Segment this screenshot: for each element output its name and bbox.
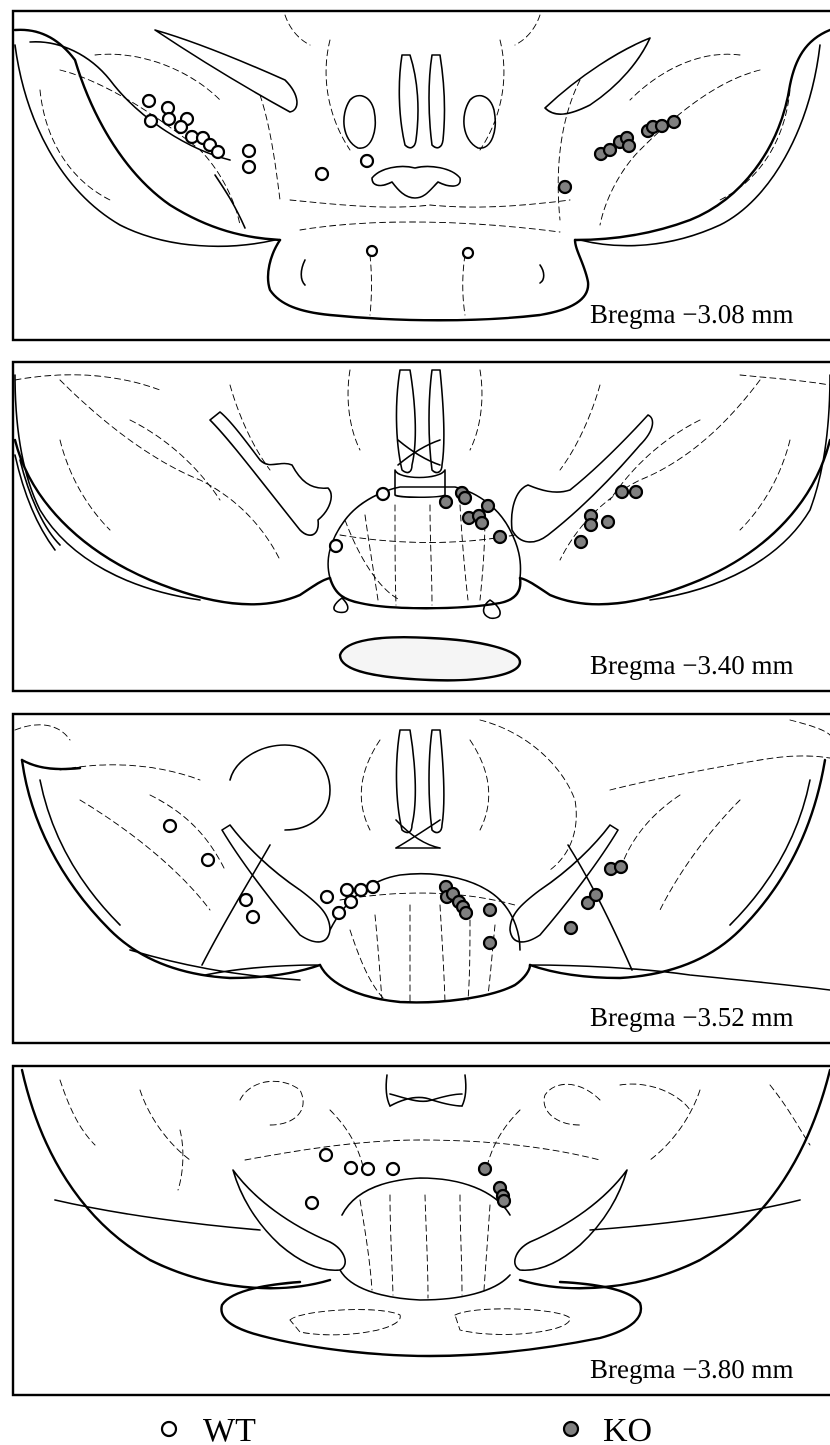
panel-bregma-3-52: Bregma −3.52 mm: [13, 714, 830, 1043]
wt-marker: [243, 145, 255, 157]
wt-marker: [341, 884, 353, 896]
legend-wt-label: WT: [203, 1412, 256, 1445]
legend: WT KO: [162, 1412, 652, 1445]
wt-marker: [247, 911, 259, 923]
wt-marker: [463, 248, 473, 258]
ko-marker: [590, 889, 602, 901]
wt-marker: [345, 896, 357, 908]
wt-marker: [321, 891, 333, 903]
ko-marker: [460, 907, 472, 919]
panel-label: Bregma −3.80 mm: [590, 1354, 793, 1384]
panel-bregma-3-08: Bregma −3.08 mm: [13, 11, 830, 340]
ko-marker: [616, 486, 628, 498]
wt-marker: [175, 121, 187, 133]
wt-marker: [330, 540, 342, 552]
ko-marker: [440, 496, 452, 508]
wt-marker: [145, 115, 157, 127]
panel-bregma-3-80: Bregma −3.80 mm: [13, 1066, 830, 1395]
ko-marker: [630, 486, 642, 498]
ko-marker: [656, 120, 668, 132]
ko-marker: [585, 519, 597, 531]
ko-marker: [575, 536, 587, 548]
ko-marker: [494, 531, 506, 543]
panel-label: Bregma −3.40 mm: [590, 650, 793, 680]
ko-marker: [459, 492, 471, 504]
ko-marker: [559, 181, 571, 193]
wt-marker: [164, 820, 176, 832]
ko-marker: [482, 500, 494, 512]
wt-marker: [143, 95, 155, 107]
wt-marker: [367, 246, 377, 256]
legend-ko-swatch: [564, 1422, 578, 1436]
ko-marker: [623, 140, 635, 152]
ko-marker: [668, 116, 680, 128]
wt-marker: [316, 168, 328, 180]
wt-marker: [240, 894, 252, 906]
ko-marker: [565, 922, 577, 934]
wt-marker: [306, 1197, 318, 1209]
wt-marker: [320, 1149, 332, 1161]
wt-marker: [163, 113, 175, 125]
ko-marker: [602, 516, 614, 528]
ko-marker: [479, 1163, 491, 1175]
wt-marker: [387, 1163, 399, 1175]
legend-ko-label: KO: [603, 1412, 652, 1445]
wt-marker: [345, 1162, 357, 1174]
ko-marker: [484, 937, 496, 949]
wt-marker: [361, 155, 373, 167]
wt-marker: [362, 1163, 374, 1175]
panel-label: Bregma −3.52 mm: [590, 1002, 793, 1032]
panel-bregma-3-40: Bregma −3.40 mm: [13, 362, 830, 691]
wt-marker: [243, 161, 255, 173]
wt-marker: [333, 907, 345, 919]
ko-marker: [615, 861, 627, 873]
wt-marker: [355, 884, 367, 896]
wt-marker: [202, 854, 214, 866]
ko-marker: [498, 1195, 510, 1207]
legend-wt-swatch: [162, 1422, 176, 1436]
wt-marker: [212, 146, 224, 158]
ko-marker: [484, 904, 496, 916]
wt-marker: [367, 881, 379, 893]
ko-marker: [476, 517, 488, 529]
panel-label: Bregma −3.08 mm: [590, 299, 793, 329]
wt-marker: [377, 488, 389, 500]
